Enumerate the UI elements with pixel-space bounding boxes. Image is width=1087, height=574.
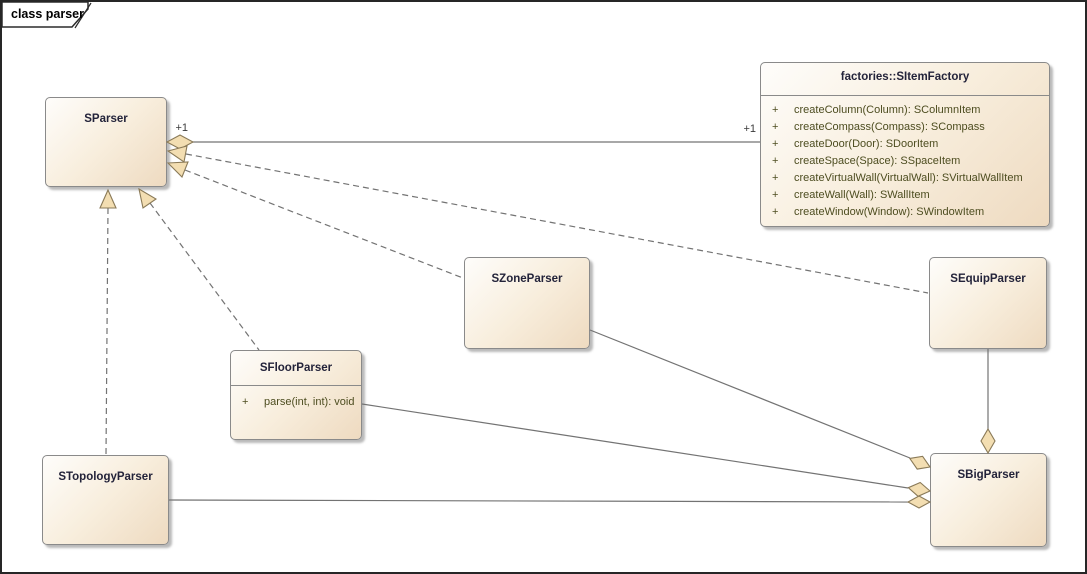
visibility-marker: + [772, 206, 779, 218]
class-name: STopologyParser [58, 471, 153, 483]
realization-stopologyparser-sparser[interactable] [99, 188, 117, 456]
class-box-sfloorparser[interactable]: SFloorParser + parse(int, int): void [230, 350, 362, 440]
class-box-sbigparser[interactable]: SBigParser [930, 453, 1047, 547]
method-row: + createVirtualWall(VirtualWall): SVirtu… [761, 170, 1049, 187]
method-row: + createCompass(Compass): SCompass [761, 119, 1049, 136]
method-row: + createDoor(Door): SDoorItem [761, 136, 1049, 153]
method-signature: createDoor(Door): SDoorItem [794, 138, 939, 150]
method-signature: createSpace(Space): SSpaceItem [794, 155, 961, 167]
method-signature: createWindow(Window): SWindowItem [794, 206, 985, 218]
visibility-marker: + [242, 396, 249, 408]
aggregation-sbigparser-sfloorparser[interactable] [361, 403, 932, 497]
class-box-sparser[interactable]: SParser [45, 97, 167, 187]
visibility-marker: + [772, 104, 779, 116]
visibility-marker: + [772, 172, 779, 184]
frame-title: class parser [11, 7, 84, 21]
class-name: factories::SItemFactory [840, 71, 970, 83]
realization-triangle [99, 188, 117, 209]
aggregation-sparser-sitemfactory[interactable]: +1 +1 [165, 122, 760, 150]
method-row: + createWindow(Window): SWindowItem [761, 204, 1049, 221]
aggregation-sbigparser-szoneparser[interactable] [589, 329, 931, 470]
visibility-marker: + [772, 121, 779, 133]
realization-szoneparser-sparser[interactable] [166, 161, 464, 279]
aggregation-diamond [165, 134, 195, 150]
realization-triangle [166, 161, 189, 178]
visibility-marker: + [772, 189, 779, 201]
class-name: SZoneParser [491, 273, 563, 285]
aggregation-diamond [907, 481, 932, 497]
realization-triangle [138, 187, 158, 209]
method-signature: createVirtualWall(VirtualWall): SVirtual… [794, 172, 1023, 184]
aggregation-sbigparser-sequipparser[interactable] [980, 349, 996, 455]
methods-compartment: + createColumn(Column): SColumnItem + cr… [761, 95, 1049, 226]
method-row: + createColumn(Column): SColumnItem [761, 102, 1049, 119]
method-signature: parse(int, int): void [264, 396, 355, 408]
realization-triangle [166, 145, 188, 163]
class-box-sitemfactory[interactable]: factories::SItemFactory + createColumn(C… [760, 62, 1050, 227]
class-box-stopologyparser[interactable]: STopologyParser [42, 455, 169, 545]
realization-sfloorparser-sparser[interactable] [138, 187, 260, 351]
aggregation-diamond [908, 455, 931, 470]
target-multiplicity: +1 [743, 123, 756, 135]
class-box-szoneparser[interactable]: SZoneParser [464, 257, 590, 349]
class-box-sequipparser[interactable]: SEquipParser [929, 257, 1047, 349]
method-row: + createWall(Wall): SWallItem [761, 187, 1049, 204]
class-name: SParser [84, 113, 128, 125]
aggregation-sbigparser-stopologyparser[interactable] [168, 495, 932, 509]
class-name: SBigParser [957, 469, 1020, 481]
class-name: SFloorParser [259, 362, 333, 374]
method-row: + createSpace(Space): SSpaceItem [761, 153, 1049, 170]
aggregation-diamond [906, 495, 932, 509]
visibility-marker: + [772, 155, 779, 167]
aggregation-diamond [980, 427, 996, 455]
methods-compartment: + parse(int, int): void [231, 385, 361, 439]
method-signature: createCompass(Compass): SCompass [794, 121, 985, 133]
source-multiplicity: +1 [175, 122, 188, 134]
method-signature: createWall(Wall): SWallItem [794, 189, 930, 201]
visibility-marker: + [772, 138, 779, 150]
class-name: SEquipParser [950, 273, 1026, 285]
method-signature: createColumn(Column): SColumnItem [794, 104, 981, 116]
method-row: + parse(int, int): void [231, 394, 361, 411]
